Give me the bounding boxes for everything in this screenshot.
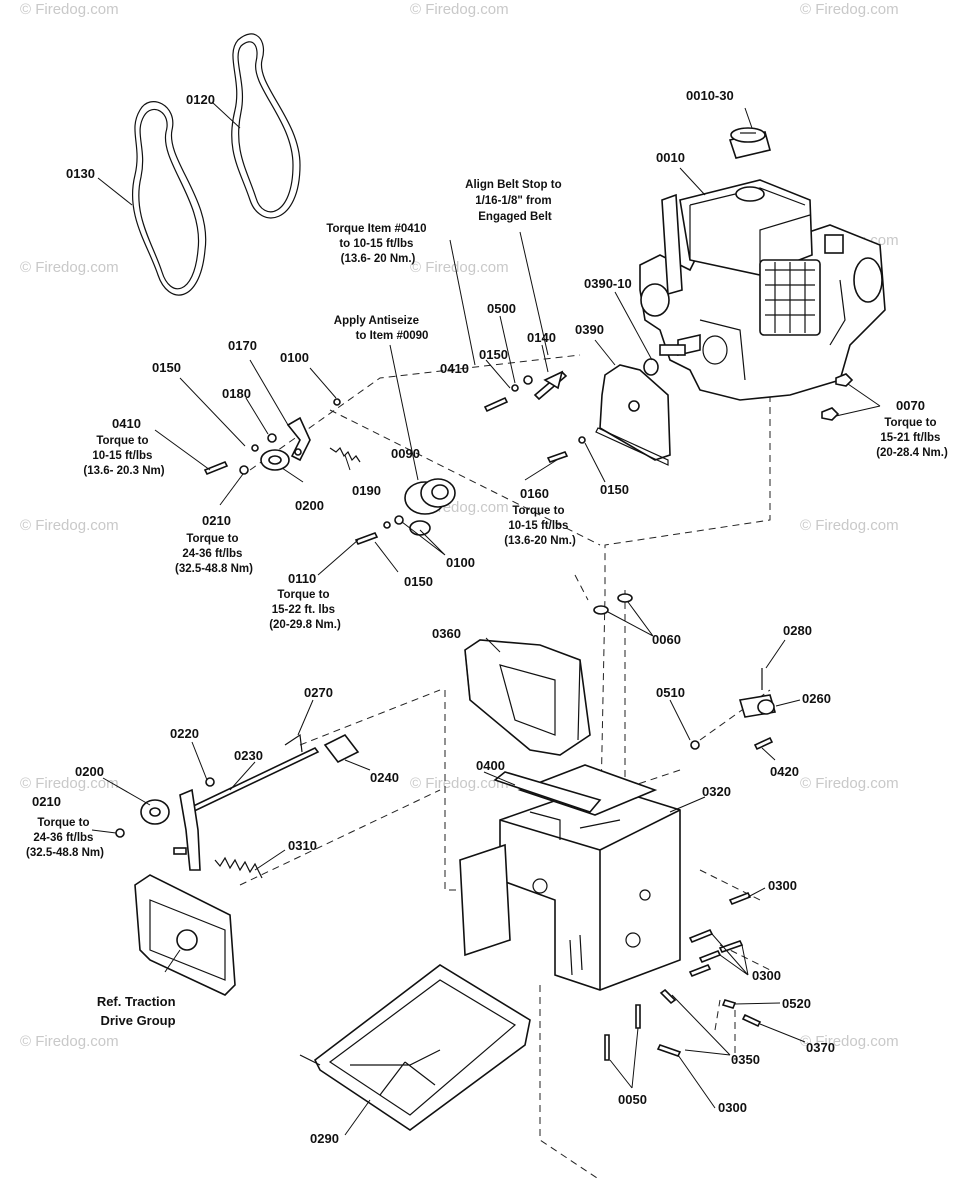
label-0420: 0420 [770, 764, 799, 779]
label-0150-top: 0150 [479, 347, 508, 362]
label-0100-lower: 0100 [446, 555, 475, 570]
watermark-9: © Firedog.com [800, 517, 899, 534]
note-torque-0070: Torque to 15-21 ft/lbs (20-28.4 Nm.) [876, 417, 948, 459]
label-0360: 0360 [432, 626, 461, 641]
traction-drive-plate [134, 874, 236, 996]
note-torque-0160: Torque to 10-15 ft/lbs (13.6-20 Nm.) [504, 505, 576, 547]
label-0060: 0060 [652, 632, 681, 647]
label-0300-lower: 0300 [718, 1100, 747, 1115]
label-0520: 0520 [782, 996, 811, 1011]
label-0150-left: 0150 [152, 360, 181, 375]
note-torque-0410: Torque Item #0410 to 10-15 ft/lbs (13.6-… [326, 223, 429, 265]
spring-0190 [329, 446, 361, 463]
label-0310: 0310 [288, 838, 317, 853]
spring-0310 [214, 856, 263, 879]
belt-stop-hardware [483, 370, 568, 413]
idler-pulley-0200 [260, 449, 290, 471]
label-0210-lower: 0210 [32, 794, 61, 809]
nuts-0070 [821, 373, 854, 421]
label-0130: 0130 [66, 166, 95, 181]
note-torque-0210-lower: Torque to 24-36 ft/lbs (32.5-48.8 Nm) [26, 817, 104, 859]
label-0410-top: 0410 [440, 361, 469, 376]
label-0290: 0290 [310, 1131, 339, 1146]
label-0110: 0110 [288, 571, 316, 586]
shaft-0230 [183, 733, 360, 816]
label-0160: 0160 [520, 486, 549, 501]
label-0190: 0190 [352, 483, 381, 498]
label-0070: 0070 [896, 398, 925, 413]
watermark-3: © Firedog.com [800, 1, 899, 18]
label-0140: 0140 [527, 330, 556, 345]
notes: Align Belt Stop to 1/16-1/8" from Engage… [26, 179, 948, 1028]
part-labels: 0010-30 0010 0120 0130 0390-10 0390 0500… [32, 88, 925, 1146]
label-0050: 0050 [618, 1092, 647, 1107]
watermark-1: © Firedog.com [20, 1, 119, 18]
label-0300-upper: 0300 [768, 878, 797, 893]
note-antiseize: Apply Antiseize to Item #0090 [334, 315, 429, 342]
label-0270: 0270 [304, 685, 333, 700]
label-0510: 0510 [656, 685, 685, 700]
watermark-4: © Firedog.com [20, 259, 119, 276]
latch-0260 [690, 668, 777, 751]
note-torque-left-0410: Torque to 10-15 ft/lbs (13.6- 20.3 Nm) [83, 435, 164, 477]
fuel-cap-0010-30 [728, 127, 771, 159]
label-0150-lower: 0150 [404, 574, 433, 589]
label-0150-right: 0150 [600, 482, 629, 497]
label-0220: 0220 [170, 726, 199, 741]
label-0370: 0370 [806, 1040, 835, 1055]
label-0500: 0500 [487, 301, 516, 316]
label-0010: 0010 [656, 150, 685, 165]
frame-0320 [459, 764, 681, 991]
label-0120: 0120 [186, 92, 215, 107]
watermark-11: © Firedog.com [410, 775, 509, 792]
bracket-0200-0210 [115, 788, 201, 871]
watermark-10: © Firedog.com [20, 775, 119, 792]
washers-left [203, 398, 341, 476]
bolts-lower-right [604, 891, 762, 1061]
label-0390-10: 0390-10 [584, 276, 632, 291]
label-0210-upper: 0210 [202, 513, 231, 528]
label-0010-30: 0010-30 [686, 88, 734, 103]
label-0390: 0390 [575, 322, 604, 337]
note-torque-0210-upper: Torque to 24-36 ft/lbs (32.5-48.8 Nm) [175, 533, 253, 575]
belt-cover-0360 [464, 639, 591, 756]
label-0230: 0230 [234, 748, 263, 763]
watermark-5: © Firedog.com [410, 259, 509, 276]
washers-0060 [593, 593, 633, 615]
label-0350: 0350 [731, 1052, 760, 1067]
belt-0120 [231, 33, 301, 219]
belt-guard-0390 [595, 358, 671, 466]
bottom-plate-0290 [299, 964, 531, 1131]
label-0260: 0260 [802, 691, 831, 706]
belt-0130 [131, 101, 207, 296]
label-0200-lower: 0200 [75, 764, 104, 779]
watermark-13: © Firedog.com [20, 1033, 119, 1050]
label-0240: 0240 [370, 770, 399, 785]
label-0400: 0400 [476, 758, 505, 773]
engine-pulley-0090 [354, 436, 586, 545]
label-0200-upper: 0200 [295, 498, 324, 513]
label-0180: 0180 [222, 386, 251, 401]
watermark-12: © Firedog.com [800, 775, 899, 792]
label-0100-top: 0100 [280, 350, 309, 365]
watermark-2: © Firedog.com [410, 1, 509, 18]
strip-0400 [493, 771, 602, 813]
label-0300-middle: 0300 [752, 968, 781, 983]
note-align-belt: Align Belt Stop to 1/16-1/8" from Engage… [465, 179, 565, 223]
idler-bracket-0170 [286, 416, 311, 462]
label-0410-left: 0410 [112, 416, 141, 431]
watermark-7: © Firedog.com [20, 517, 119, 534]
label-0320: 0320 [702, 784, 731, 799]
engine-0010 [639, 179, 886, 401]
note-traction-drive: Ref. Traction Drive Group [97, 994, 179, 1028]
note-torque-0110: Torque to 15-22 ft. lbs (20-29.8 Nm.) [269, 589, 341, 631]
leader-lines [91, 101, 881, 1136]
label-0280: 0280 [783, 623, 812, 638]
label-0090: 0090 [391, 446, 420, 461]
label-0170: 0170 [228, 338, 257, 353]
watermark-15: © Firedog.com [800, 1033, 899, 1050]
